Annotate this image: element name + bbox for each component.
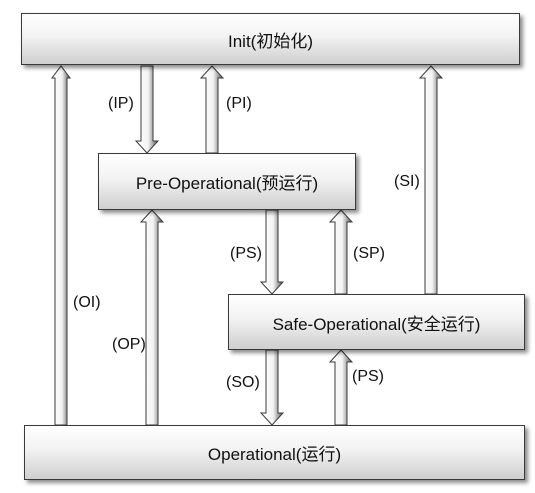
state-init: Init(初始化) <box>21 13 520 65</box>
transition-label-sp: (SP) <box>353 245 385 262</box>
arrow-ps-down <box>259 209 285 295</box>
transition-label-ps-up: (PS) <box>352 368 384 385</box>
arrow-op <box>139 209 165 426</box>
state-pre-operational: Pre-Operational(预运行) <box>98 153 356 210</box>
transition-label-ip: (IP) <box>108 95 134 112</box>
transition-label-op: (OP) <box>112 336 146 353</box>
transition-label-ps-down: (PS) <box>230 245 262 262</box>
arrow-ps-up <box>328 349 354 426</box>
state-safe-operational-label: Safe-Operational(安全运行) <box>272 314 481 334</box>
arrow-so <box>259 349 285 426</box>
state-operational: Operational(运行) <box>24 425 525 480</box>
state-operational-label: Operational(运行) <box>207 445 342 464</box>
transition-label-so: (SO) <box>226 374 260 391</box>
state-pre-operational-label: Pre-Operational(预运行) <box>135 174 319 193</box>
transition-label-pi: (PI) <box>226 95 252 112</box>
arrow-oi <box>51 65 71 426</box>
transition-label-si: (SI) <box>394 173 420 190</box>
arrow-pi <box>199 65 225 154</box>
state-safe-operational: Safe-Operational(安全运行) <box>228 294 525 350</box>
transition-label-oi: (OI) <box>73 294 101 311</box>
arrow-ip <box>134 65 160 154</box>
arrow-sp <box>328 209 354 295</box>
state-init-label: Init(初始化) <box>228 31 313 51</box>
arrow-si <box>418 65 444 295</box>
